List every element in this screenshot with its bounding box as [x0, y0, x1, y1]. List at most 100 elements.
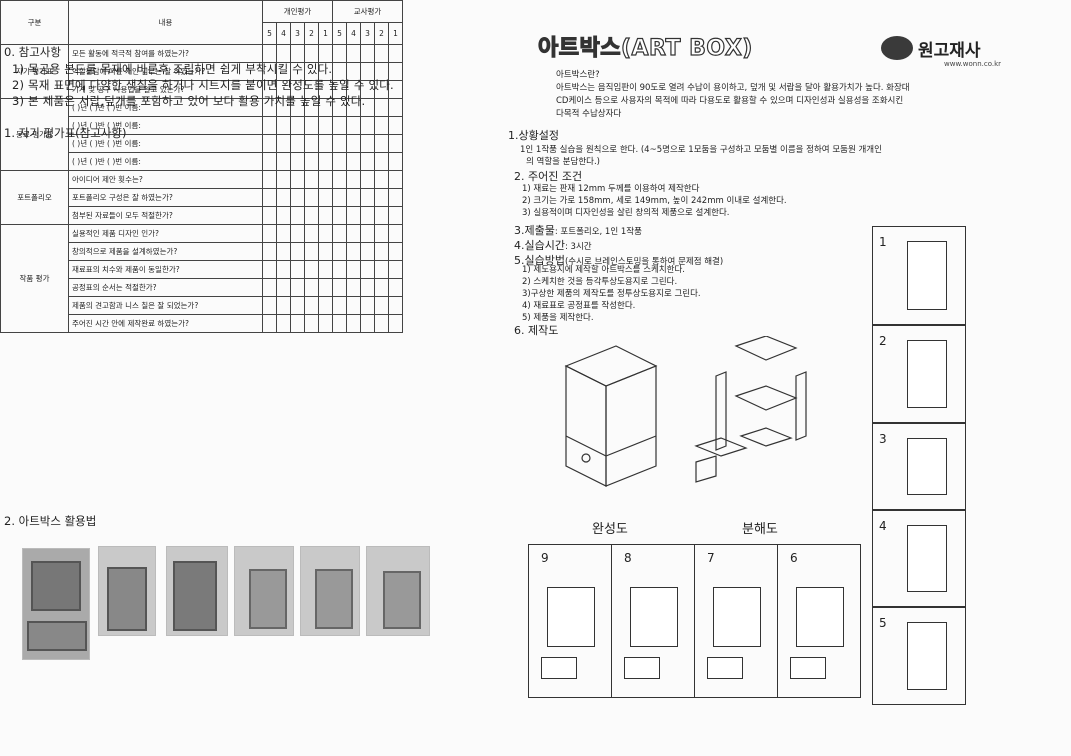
- score-cell[interactable]: [374, 152, 389, 171]
- score-cell[interactable]: [360, 296, 375, 315]
- score-cell[interactable]: [276, 152, 291, 171]
- score-cell[interactable]: [290, 278, 305, 297]
- score-cell[interactable]: [388, 98, 403, 117]
- score-cell[interactable]: [262, 242, 277, 261]
- score-cell[interactable]: [262, 152, 277, 171]
- score-cell[interactable]: [262, 224, 277, 243]
- score-cell[interactable]: [332, 152, 347, 171]
- score-cell[interactable]: [374, 314, 389, 333]
- score-cell[interactable]: [290, 242, 305, 261]
- score-cell[interactable]: [318, 314, 333, 333]
- score-cell[interactable]: [374, 206, 389, 225]
- score-cell[interactable]: [388, 170, 403, 189]
- score-cell[interactable]: [304, 242, 319, 261]
- score-cell[interactable]: [374, 224, 389, 243]
- score-cell[interactable]: [346, 242, 361, 261]
- score-cell[interactable]: [318, 224, 333, 243]
- score-cell[interactable]: [360, 116, 375, 135]
- score-cell[interactable]: [360, 242, 375, 261]
- score-cell[interactable]: [360, 224, 375, 243]
- score-cell[interactable]: [290, 260, 305, 279]
- score-cell[interactable]: [290, 134, 305, 153]
- score-cell[interactable]: [290, 44, 305, 63]
- score-cell[interactable]: [304, 296, 319, 315]
- score-cell[interactable]: [276, 242, 291, 261]
- score-cell[interactable]: [374, 242, 389, 261]
- score-cell[interactable]: [304, 278, 319, 297]
- score-cell[interactable]: [374, 188, 389, 207]
- score-cell[interactable]: [346, 296, 361, 315]
- score-cell[interactable]: [318, 260, 333, 279]
- score-cell[interactable]: [304, 188, 319, 207]
- score-cell[interactable]: [290, 116, 305, 135]
- score-cell[interactable]: [318, 296, 333, 315]
- score-cell[interactable]: [332, 278, 347, 297]
- score-cell[interactable]: [360, 134, 375, 153]
- score-cell[interactable]: [388, 206, 403, 225]
- score-cell[interactable]: [276, 224, 291, 243]
- score-cell[interactable]: [332, 206, 347, 225]
- score-cell[interactable]: [346, 314, 361, 333]
- score-cell[interactable]: [262, 44, 277, 63]
- score-cell[interactable]: [360, 152, 375, 171]
- score-cell[interactable]: [290, 206, 305, 225]
- score-cell[interactable]: [332, 134, 347, 153]
- score-cell[interactable]: [262, 314, 277, 333]
- score-cell[interactable]: [374, 260, 389, 279]
- score-cell[interactable]: [388, 314, 403, 333]
- score-cell[interactable]: [346, 260, 361, 279]
- score-cell[interactable]: [332, 188, 347, 207]
- score-cell[interactable]: [318, 206, 333, 225]
- score-cell[interactable]: [290, 314, 305, 333]
- score-cell[interactable]: [304, 170, 319, 189]
- score-cell[interactable]: [290, 224, 305, 243]
- score-cell[interactable]: [276, 134, 291, 153]
- score-cell[interactable]: [262, 296, 277, 315]
- score-cell[interactable]: [360, 170, 375, 189]
- score-cell[interactable]: [318, 170, 333, 189]
- score-cell[interactable]: [276, 314, 291, 333]
- score-cell[interactable]: [374, 278, 389, 297]
- score-cell[interactable]: [346, 134, 361, 153]
- score-cell[interactable]: [374, 170, 389, 189]
- score-cell[interactable]: [262, 260, 277, 279]
- score-cell[interactable]: [374, 116, 389, 135]
- score-cell[interactable]: [262, 188, 277, 207]
- score-cell[interactable]: [304, 224, 319, 243]
- score-cell[interactable]: [332, 224, 347, 243]
- score-cell[interactable]: [262, 206, 277, 225]
- score-cell[interactable]: [276, 170, 291, 189]
- score-cell[interactable]: [318, 188, 333, 207]
- score-cell[interactable]: [290, 188, 305, 207]
- score-cell[interactable]: [346, 188, 361, 207]
- score-cell[interactable]: [332, 116, 347, 135]
- score-cell[interactable]: [262, 278, 277, 297]
- score-cell[interactable]: [388, 152, 403, 171]
- score-cell[interactable]: [276, 116, 291, 135]
- score-cell[interactable]: [360, 278, 375, 297]
- score-cell[interactable]: [304, 206, 319, 225]
- score-cell[interactable]: [318, 116, 333, 135]
- score-cell[interactable]: [332, 44, 347, 63]
- score-cell[interactable]: [276, 278, 291, 297]
- score-cell[interactable]: [318, 44, 333, 63]
- score-cell[interactable]: [388, 260, 403, 279]
- score-cell[interactable]: [304, 116, 319, 135]
- score-cell[interactable]: [388, 116, 403, 135]
- score-cell[interactable]: [388, 278, 403, 297]
- score-cell[interactable]: [332, 296, 347, 315]
- score-cell[interactable]: [346, 44, 361, 63]
- score-cell[interactable]: [332, 260, 347, 279]
- score-cell[interactable]: [388, 242, 403, 261]
- score-cell[interactable]: [262, 134, 277, 153]
- score-cell[interactable]: [304, 260, 319, 279]
- score-cell[interactable]: [346, 170, 361, 189]
- score-cell[interactable]: [388, 44, 403, 63]
- score-cell[interactable]: [332, 314, 347, 333]
- score-cell[interactable]: [262, 116, 277, 135]
- score-cell[interactable]: [318, 152, 333, 171]
- score-cell[interactable]: [276, 296, 291, 315]
- score-cell[interactable]: [318, 278, 333, 297]
- score-cell[interactable]: [276, 44, 291, 63]
- score-cell[interactable]: [360, 206, 375, 225]
